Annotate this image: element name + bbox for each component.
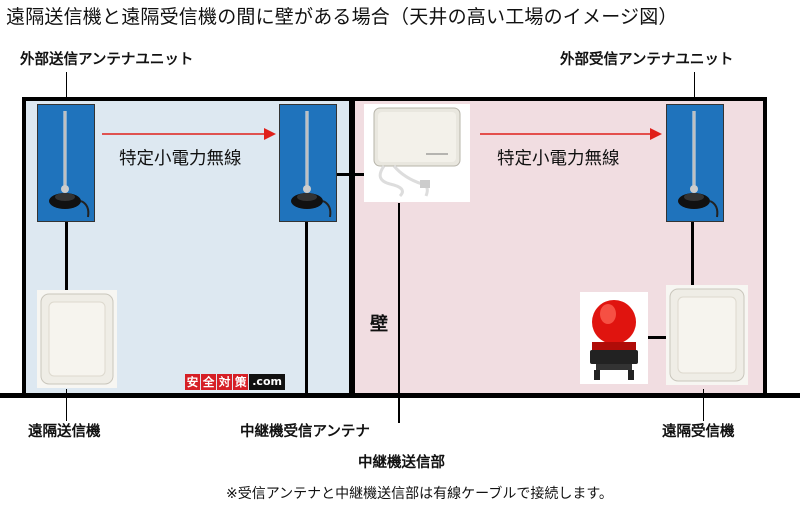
radio-arrow-left <box>102 128 276 140</box>
relay-rx-antenna-label: 中継機受信アンテナ <box>240 424 370 440</box>
tx-label-leader <box>66 72 67 106</box>
floor-line <box>0 393 800 398</box>
relay-transmitter-icon <box>364 104 470 202</box>
tx-label-leader-bottom <box>66 389 67 421</box>
logo-char: 安 <box>185 373 201 390</box>
rx-label-leader-bottom <box>703 389 704 421</box>
radio-label-right: 特定小電力無線 <box>497 149 620 169</box>
rx-label-leader <box>694 72 695 106</box>
anzen-taisaku-logo: 安 全 対 策 .com <box>185 373 285 390</box>
wall-label: 壁 <box>370 314 388 335</box>
relay-tx-leader <box>398 203 400 423</box>
remote-receiver-label: 遠隔受信機 <box>662 424 735 440</box>
diagram-title: 遠隔送信機と遠隔受信機の間に壁がある場合（天井の高い工場のイメージ図） <box>6 6 678 28</box>
warning-beacon-icon <box>580 292 648 384</box>
logo-suffix: .com <box>249 373 285 390</box>
logo-char: 全 <box>201 373 217 390</box>
beacon-cable <box>648 336 668 339</box>
radio-label-left: 特定小電力無線 <box>119 149 242 169</box>
logo-char: 対 <box>217 373 233 390</box>
radio-arrow-right <box>480 128 662 140</box>
relay-rx-antenna-icon <box>279 104 337 222</box>
tx-cable <box>65 220 68 292</box>
tx-antenna-unit-label: 外部送信アンテナユニット <box>20 52 194 68</box>
logo-char: 策 <box>233 373 249 390</box>
remote-transmitter-icon <box>37 290 117 388</box>
remote-transmitter-label: 遠隔送信機 <box>28 424 101 440</box>
relay-transmitter-label: 中継機送信部 <box>358 455 445 471</box>
remote-receiver-icon <box>666 285 748 385</box>
relay-antenna-cable <box>305 220 308 398</box>
connection-note: ※受信アンテナと中継機送信部は有線ケーブルで接続します。 <box>226 486 613 502</box>
rx-cable <box>691 220 694 292</box>
rx-antenna-unit-label: 外部受信アンテナユニット <box>560 52 734 68</box>
tx-antenna-icon <box>37 104 95 222</box>
relay-link-cable <box>336 173 366 176</box>
rx-antenna-icon <box>666 104 724 222</box>
